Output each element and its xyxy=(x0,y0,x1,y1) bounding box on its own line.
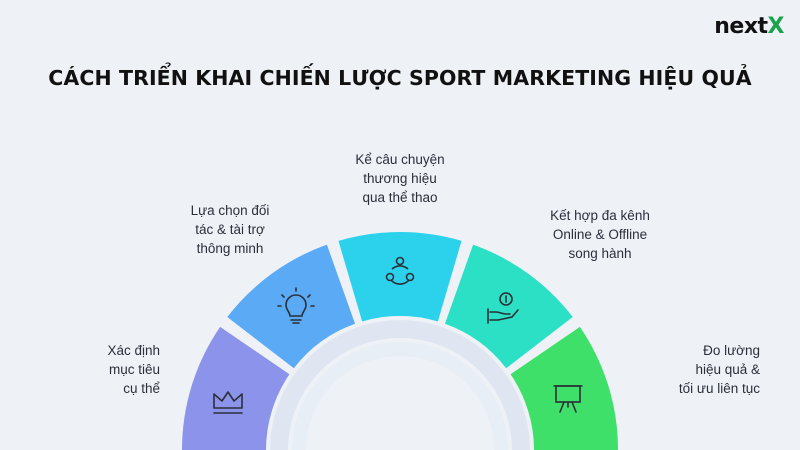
hand-coin-icon xyxy=(487,292,519,324)
brand-logo: nextX xyxy=(714,14,784,39)
step-label-5: Đo lường hiệu quả & tối ưu liên tục xyxy=(678,343,760,396)
arc-segment-3 xyxy=(338,232,462,322)
page-title: CÁCH TRIỂN KHAI CHIẾN LƯỢC SPORT MARKETI… xyxy=(48,66,752,90)
network-icon xyxy=(385,256,415,285)
step-label-4: Kết hợp đa kênh Online & Offline song hà… xyxy=(550,208,650,261)
step-label-3: Kể câu chuyện thương hiệu qua thể thao xyxy=(355,152,445,205)
arc-segment-2 xyxy=(227,244,356,369)
inner-ring-inner xyxy=(292,342,508,450)
arc-segment-4 xyxy=(444,244,573,369)
arc-segment-5 xyxy=(510,326,618,450)
step-label-1: Xác định mục tiêu cụ thể xyxy=(107,343,160,396)
step-label-2: Lựa chọn đối tác & tài trợ thông minh xyxy=(190,203,270,256)
arc-segment-1 xyxy=(182,326,290,450)
inner-ring-outer xyxy=(270,320,530,450)
presentation-board-icon xyxy=(553,385,583,413)
brand-accent: X xyxy=(767,14,785,39)
lightbulb-icon xyxy=(277,287,315,324)
crown-icon xyxy=(213,391,243,414)
brand-name: next xyxy=(714,14,768,39)
